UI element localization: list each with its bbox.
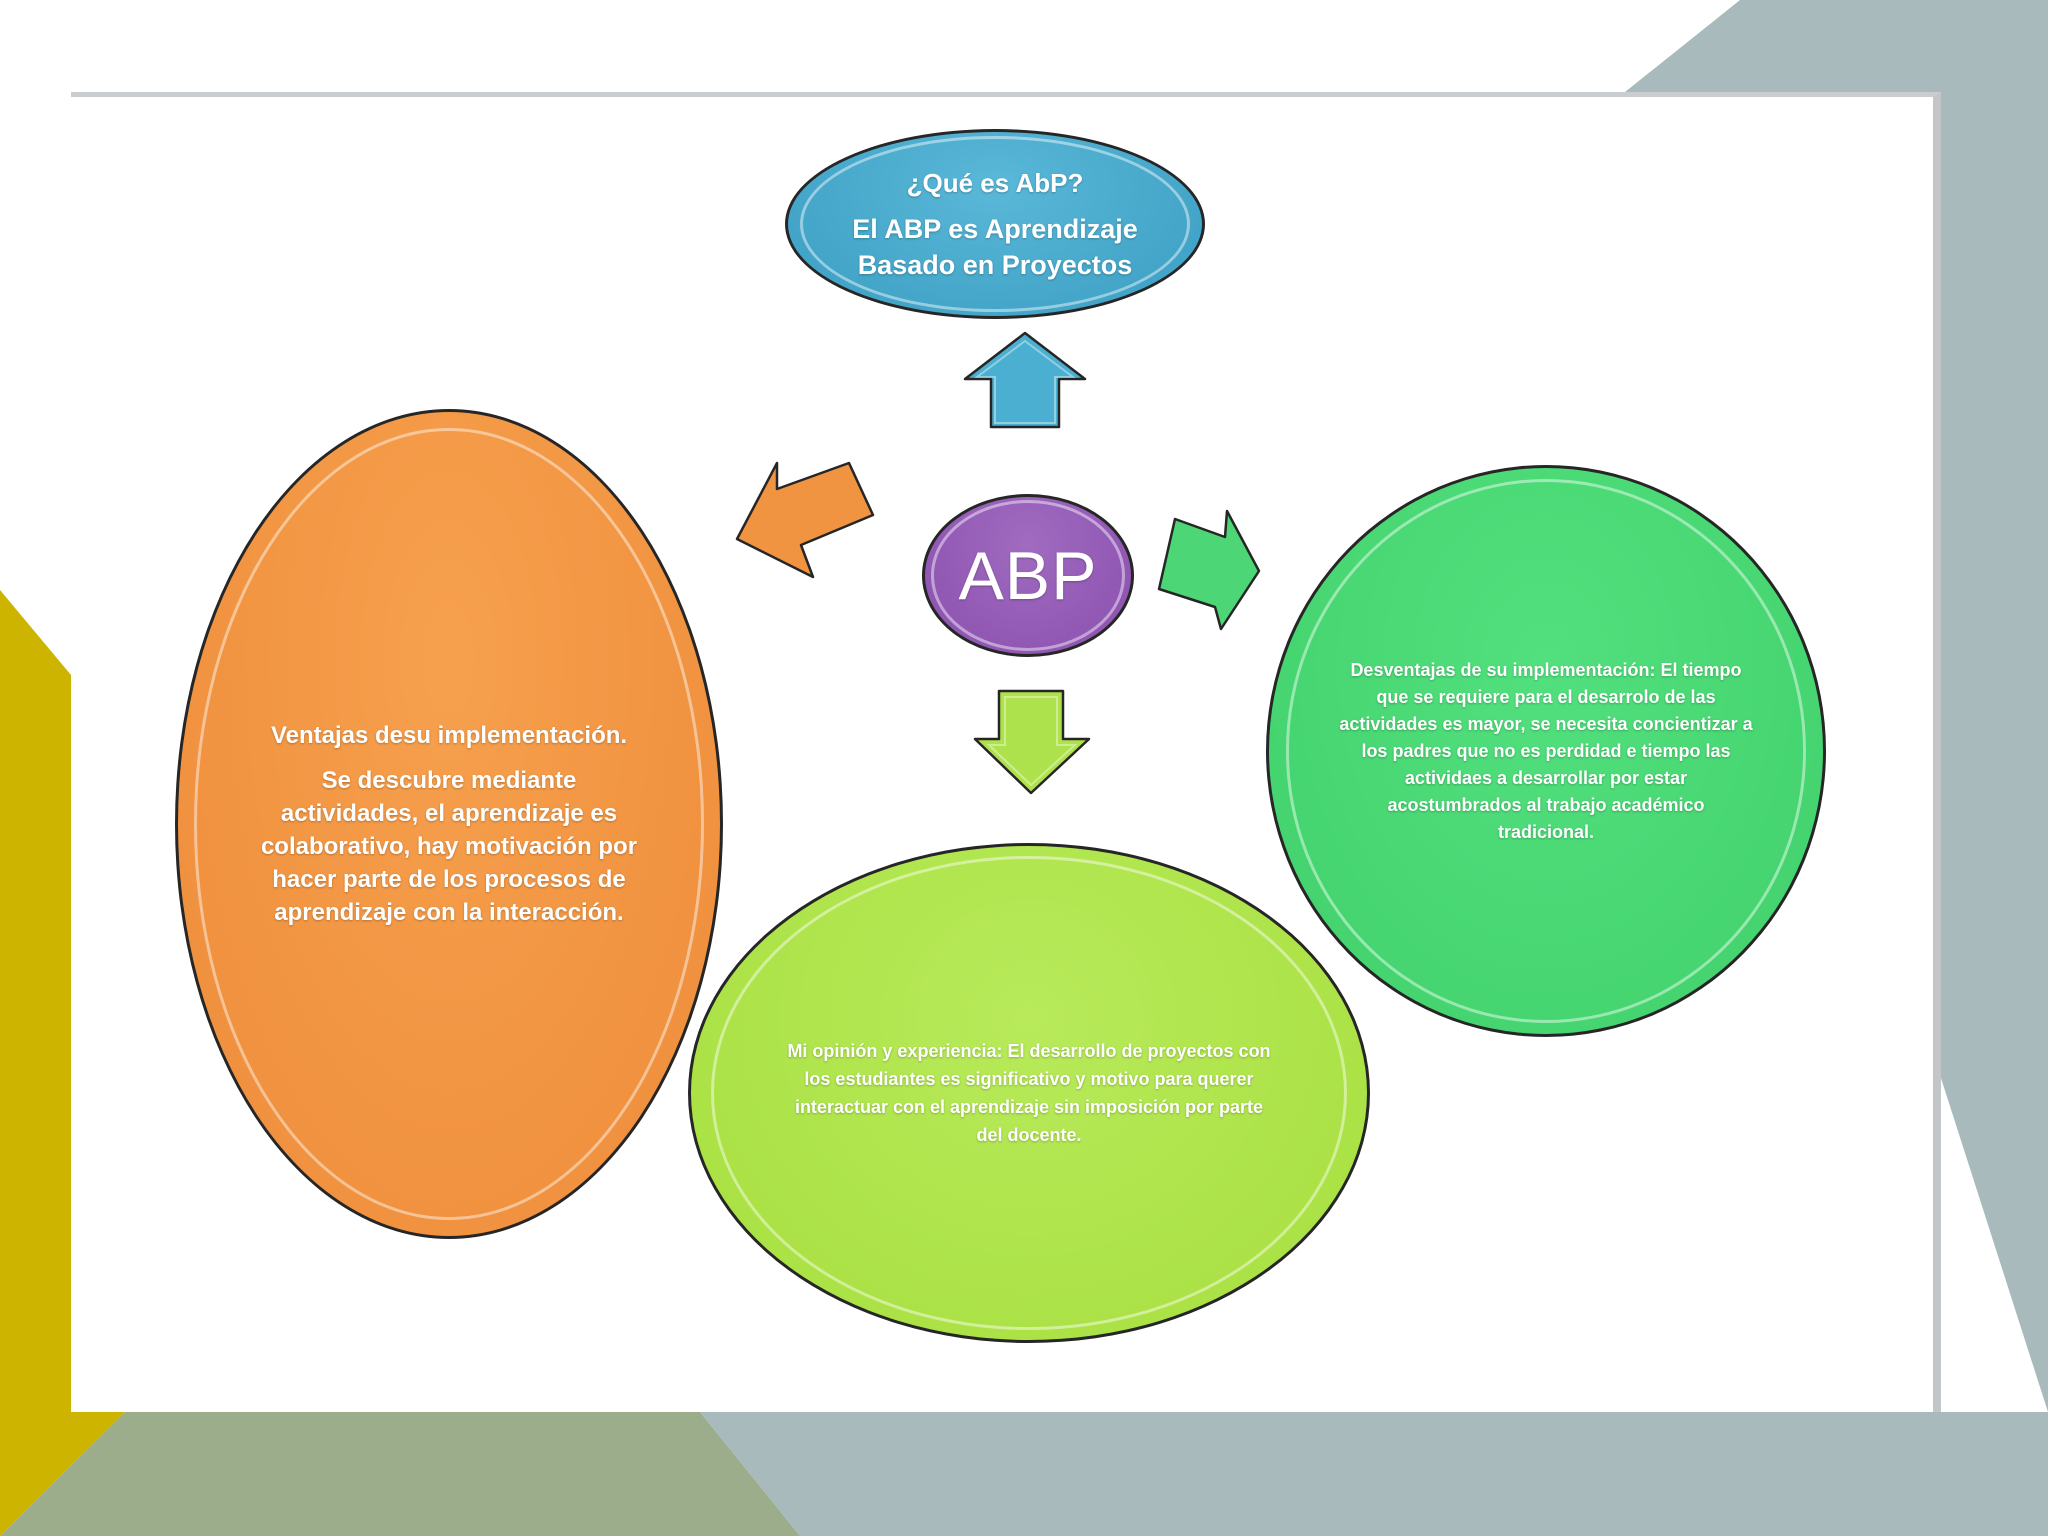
bottom-left-gold-corner [0,1412,125,1536]
arrow-down-icon [973,689,1091,795]
arrow-up-icon [963,331,1087,429]
slide-content: ¿Qué es AbP? El ABP es Aprendizaje Basad… [71,92,1941,1412]
advantages-heading: Ventajas desu implementación. [270,722,628,749]
center-node: ABP [922,494,1134,657]
disadvantages-text: Desventajas de su implementación: El tie… [1339,659,1753,842]
advantages-node: Ventajas desu implementación. Se descubr… [175,409,723,1239]
bottom-gray-blue-shape [700,1412,2048,1536]
definition-answer: El ABP es Aprendizaje Basado en Proyecto… [852,214,1138,280]
arrow-right-icon [1157,509,1261,631]
disadvantages-node: Desventajas de su implementación: El tie… [1266,465,1826,1037]
definition-node: ¿Qué es AbP? El ABP es Aprendizaje Basad… [785,129,1205,319]
center-label: ABP [958,537,1098,614]
definition-question: ¿Qué es AbP? [906,168,1084,198]
opinion-node: Mi opinión y experiencia: El desarrollo … [688,843,1370,1343]
opinion-text: Mi opinión y experiencia: El desarrollo … [787,1041,1271,1145]
arrow-left-icon [735,461,875,579]
left-gold-shape [0,590,71,1536]
bottom-sage-shape [0,1412,800,1536]
advantages-text: Se descubre mediante actividades, el apr… [260,767,638,926]
